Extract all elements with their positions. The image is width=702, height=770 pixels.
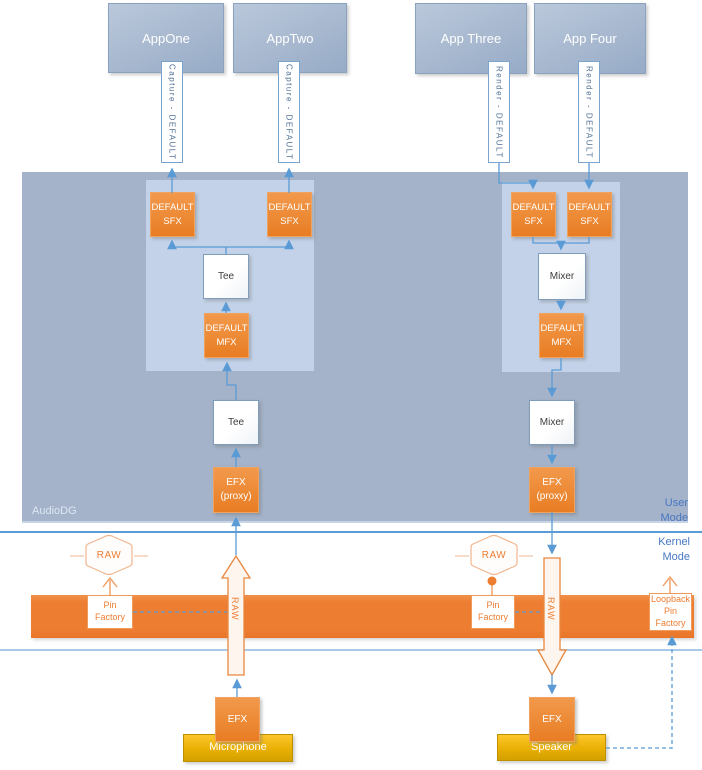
app-three-label: App Three (440, 31, 502, 46)
app-one-label: AppOne (142, 30, 190, 46)
user-mode-label: User Mode (660, 497, 688, 524)
pin-factory-render-box: Pin Factory (471, 595, 515, 629)
capture-tee-upper-box: Tee (203, 254, 249, 299)
shield-icon (470, 534, 518, 576)
capture-sfx-2-box: DEFAULT SFX (267, 192, 312, 237)
kernel-mode-label: Kernel Mode (658, 536, 690, 563)
user-kernel-boundary-line (0, 531, 702, 533)
capture-sfx-1-box: DEFAULT SFX (150, 192, 195, 237)
app-four-label: App Four (563, 31, 617, 46)
capture-mfx-box: DEFAULT MFX (204, 313, 249, 358)
capture-efx-proxy-box: EFX (proxy) (213, 467, 259, 513)
loopback-dashed-path (606, 635, 677, 749)
microphone-box: Microphone (183, 734, 293, 762)
speaker-efx-box: EFX (529, 697, 575, 742)
closed-pin-dot (487, 576, 497, 586)
shield-icon (85, 534, 133, 576)
render-mixer-lower-box: Mixer (529, 400, 575, 445)
render-stream-app-three: Render - DEFAULT (488, 61, 510, 163)
audiodg-label: AudioDG (32, 505, 77, 517)
raw-pin-capture-label: RAW (230, 597, 240, 621)
kernel-streaming-bar (31, 595, 694, 638)
microphone-efx-box: EFX (215, 697, 260, 742)
capture-tee-lower-box: Tee (213, 400, 259, 445)
raw-mode-badge-capture: RAW (84, 534, 134, 576)
raw-mode-badge-render: RAW (469, 534, 519, 576)
raw-pin-render-label: RAW (546, 597, 556, 621)
capture-stream-app-one: Capture - DEFAULT (161, 61, 183, 163)
kernel-lower-line (0, 649, 702, 651)
render-stream-app-four: Render - DEFAULT (578, 61, 600, 163)
capture-stream-app-two: Capture - DEFAULT (278, 61, 300, 163)
render-sfx-2-box: DEFAULT SFX (567, 192, 612, 237)
app-two-label: AppTwo (266, 30, 314, 46)
render-mixer-upper-box: Mixer (538, 253, 586, 300)
render-efx-proxy-box: EFX (proxy) (529, 467, 575, 513)
loopback-pin-factory-box: Loopback Pin Factory (649, 593, 692, 631)
render-sfx-1-box: DEFAULT SFX (511, 192, 556, 237)
app-three-box: App Three (415, 3, 527, 74)
render-mfx-box: DEFAULT MFX (539, 313, 584, 358)
pin-factory-capture-box: Pin Factory (87, 595, 133, 629)
